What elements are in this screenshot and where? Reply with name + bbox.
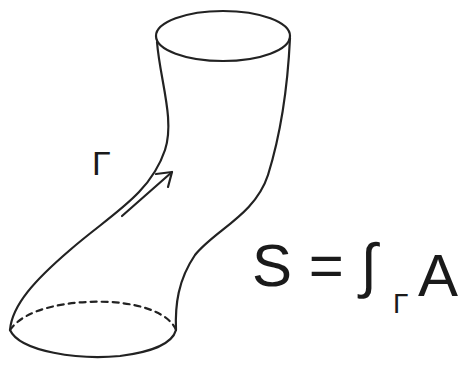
path-arrow xyxy=(122,172,172,216)
formula-lhs: S = ∫ xyxy=(252,236,377,296)
tube-left-side xyxy=(10,42,168,330)
bottom-opening-back xyxy=(10,302,176,330)
formula-integrand: A xyxy=(418,246,458,306)
path-symbol: Γ xyxy=(92,146,111,180)
top-opening xyxy=(156,11,290,61)
integral-subscript: Γ xyxy=(393,290,408,318)
path-arrowhead xyxy=(156,172,172,187)
bottom-opening-front xyxy=(10,330,176,357)
